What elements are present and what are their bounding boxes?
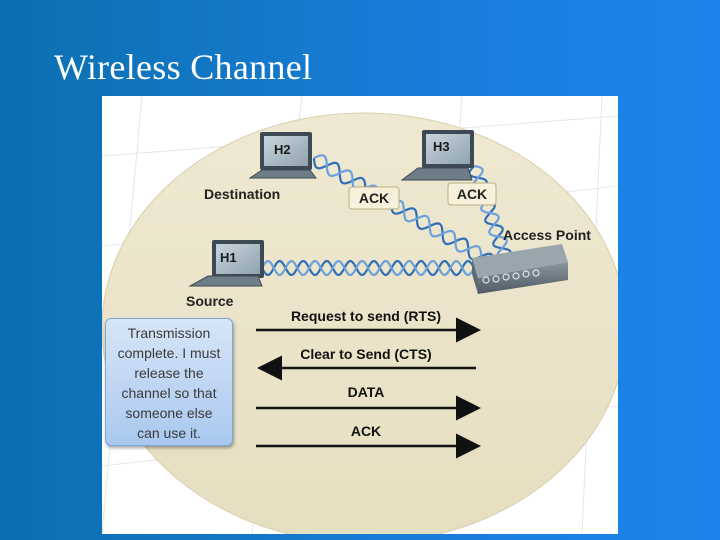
callout-line: someone else — [125, 405, 213, 421]
callout-line: channel so that — [121, 385, 217, 401]
laptop-h3-icon: H3 — [400, 130, 474, 181]
ack-tag-left: ACK — [348, 186, 400, 210]
laptop-h2-icon: H2 — [248, 132, 317, 179]
diagram-canvas: ACK ACK H2 Destination H3 H1 Source — [102, 96, 618, 534]
rts-cts-diagram: ACK ACK H2 Destination H3 H1 Source — [102, 96, 618, 534]
ack-tag-left-text: ACK — [359, 190, 389, 206]
ack-tag-right-text: ACK — [457, 186, 487, 202]
wave-h2-to-ap — [312, 154, 496, 268]
data-label: DATA — [348, 384, 385, 400]
access-point-label: Access Point — [503, 227, 591, 243]
ack-label: ACK — [351, 423, 381, 439]
h1-screen-label: H1 — [220, 250, 237, 265]
callout-line: Transmission — [127, 325, 211, 341]
slide-title: Wireless Channel — [54, 47, 313, 87]
source-speech-callout: Transmission complete. I must release th… — [105, 318, 233, 446]
source-label: Source — [186, 293, 234, 309]
callout-line: complete. I must — [117, 345, 221, 361]
h3-screen-label: H3 — [433, 139, 450, 154]
cts-label: Clear to Send (CTS) — [300, 346, 431, 362]
callout-line: can use it. — [137, 425, 201, 441]
access-point-icon — [472, 244, 568, 294]
rts-label: Request to send (RTS) — [291, 308, 441, 324]
laptop-h1-icon: H1 — [188, 240, 264, 287]
destination-label: Destination — [204, 186, 280, 202]
h2-screen-label: H2 — [274, 142, 291, 157]
callout-line: release the — [134, 365, 204, 381]
wave-h1-to-ap — [261, 259, 475, 277]
ack-tag-right: ACK — [447, 182, 497, 206]
